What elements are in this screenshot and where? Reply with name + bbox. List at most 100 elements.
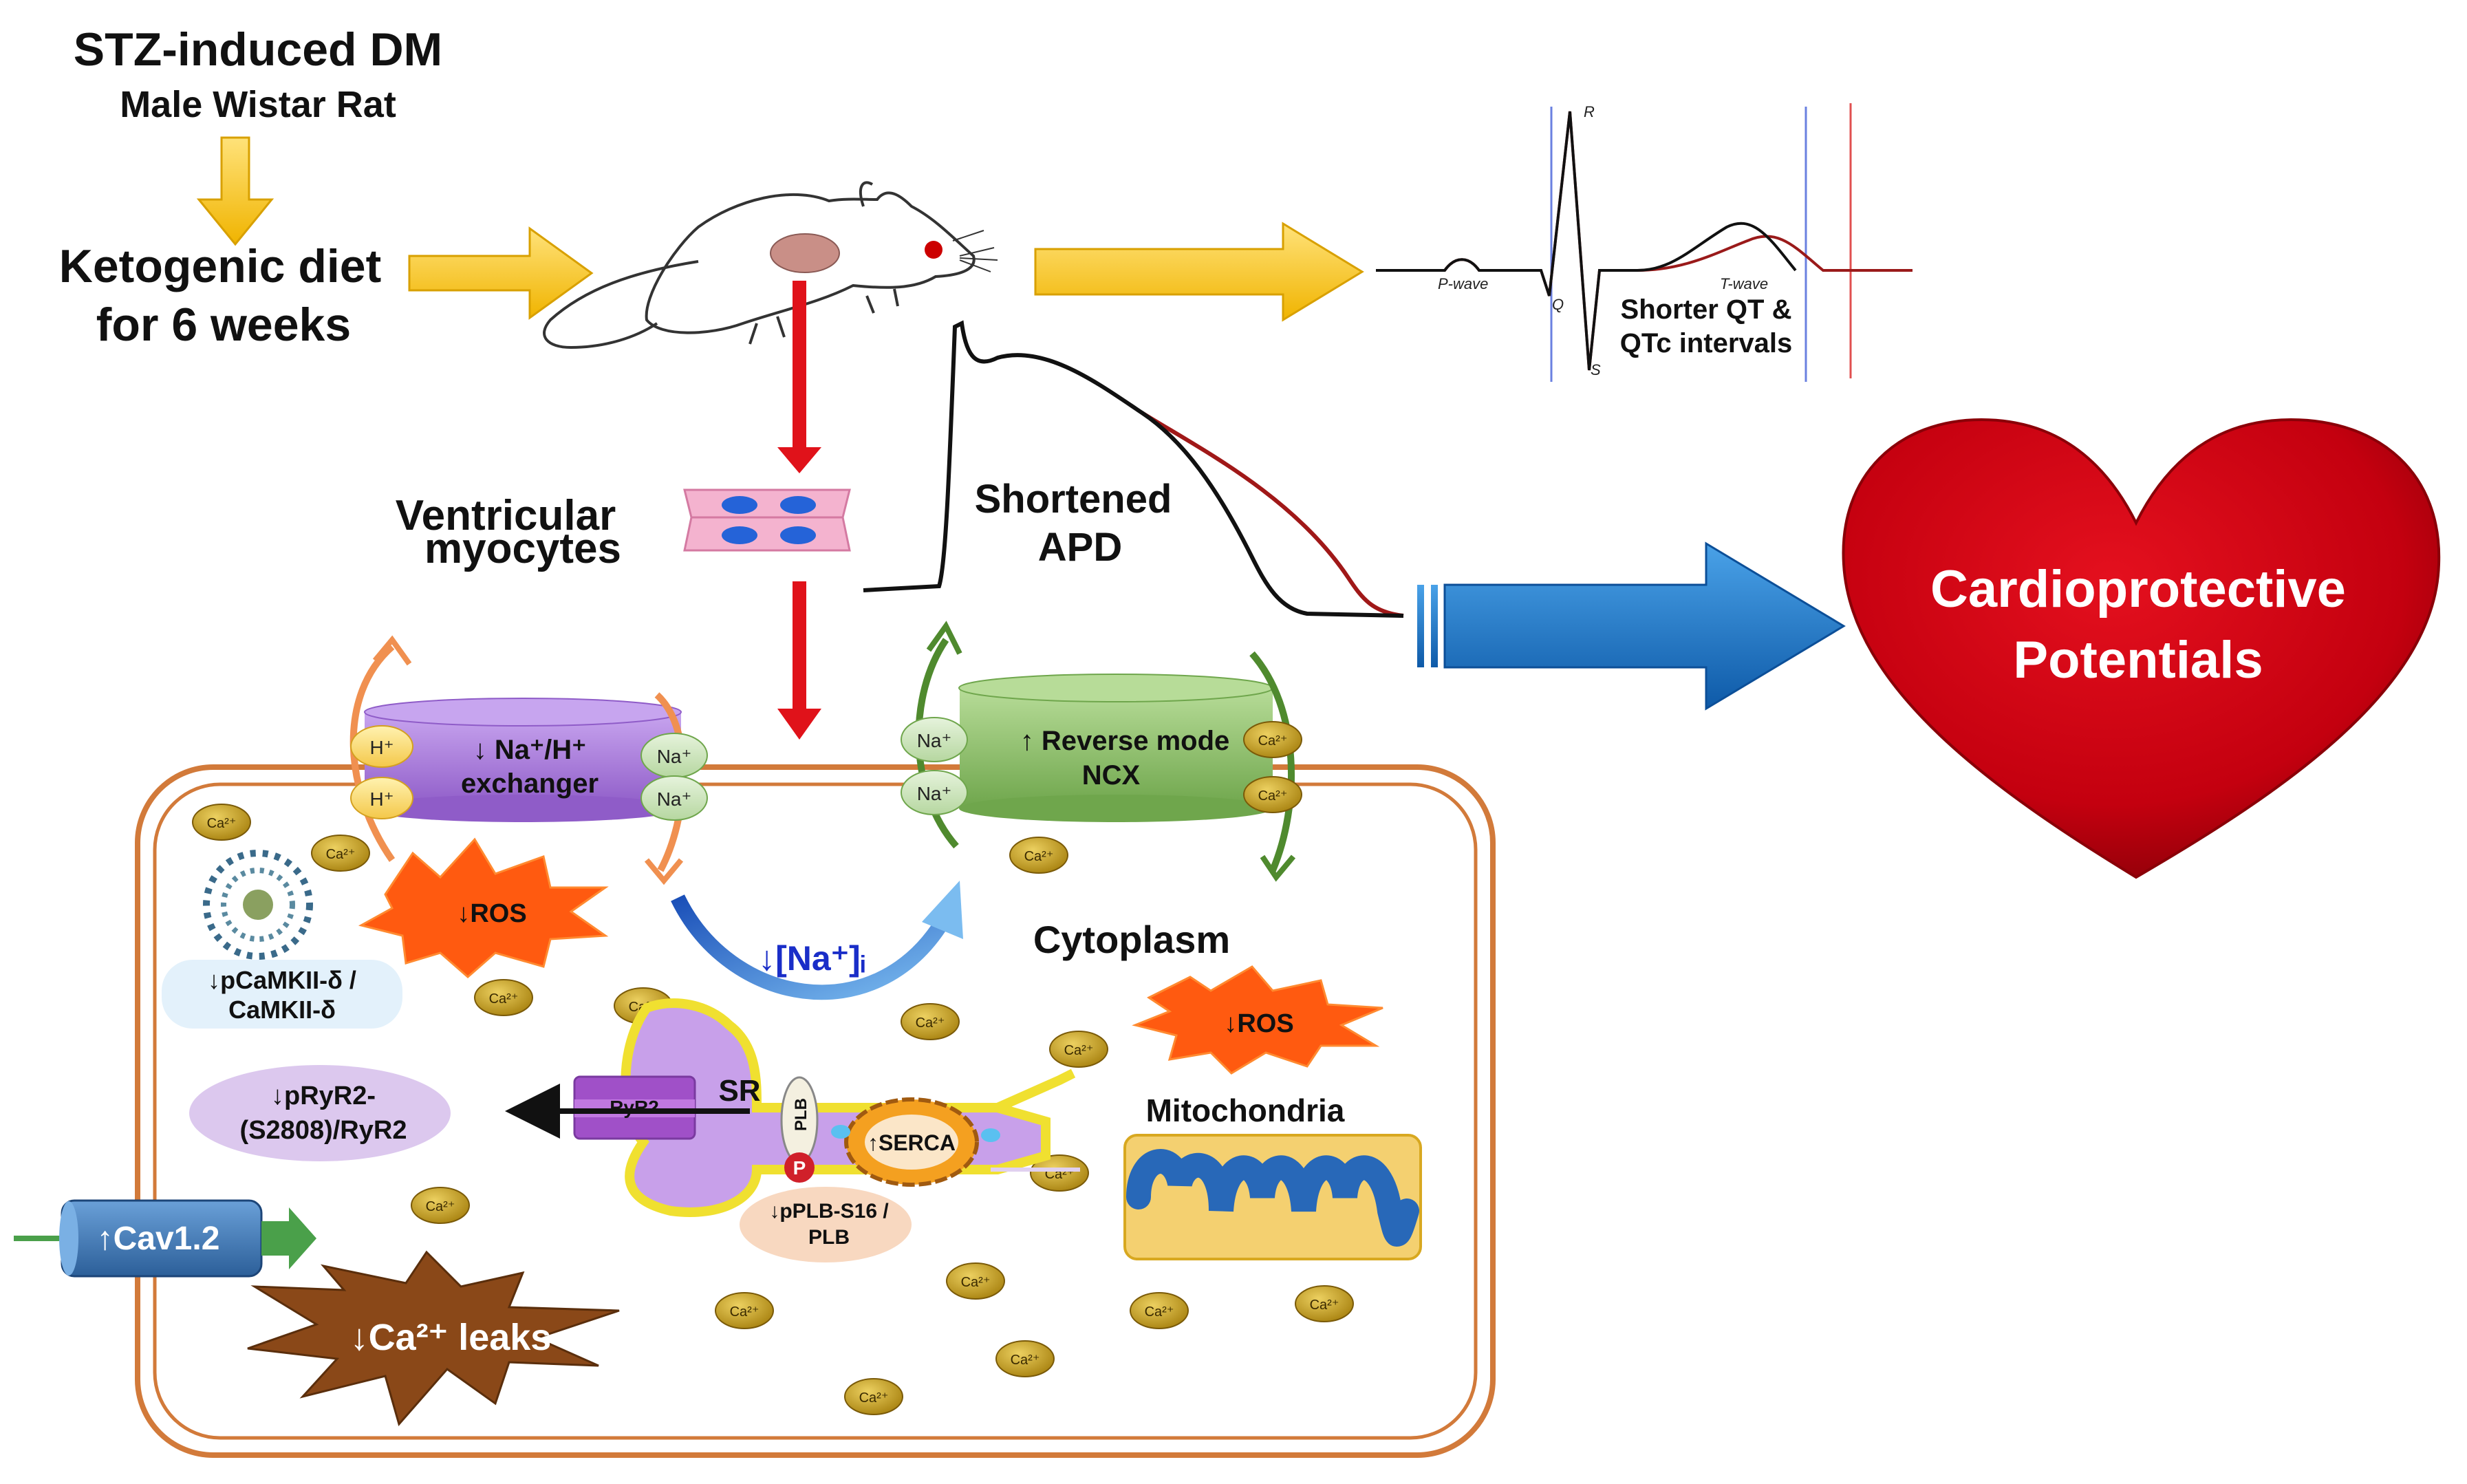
phospho-p-label: P: [793, 1157, 806, 1179]
camkii-label-1: ↓pCaMKII-δ /: [208, 966, 356, 994]
pryr2-label-2: (S2808)/RyR2: [240, 1116, 407, 1145]
ecg-note-1: Shorter QT &: [1621, 294, 1792, 325]
na-ion-ncx-2: Na⁺: [901, 770, 968, 815]
calcium-ion-label: Ca²⁺: [326, 847, 356, 862]
calcium-ion: Ca²⁺: [1130, 1292, 1189, 1329]
ca-leaks-label: ↓Ca²⁺ leaks: [350, 1317, 552, 1358]
ryr2-label: RyR2: [610, 1097, 659, 1118]
calcium-ion-label: Ca²⁺: [1258, 788, 1288, 804]
plb-protein: PLB: [780, 1076, 819, 1164]
na-ion-nhe-2: Na⁺: [640, 775, 708, 821]
camkii-complex-icon: [203, 850, 313, 960]
diet-line-2: for 6 weeks: [96, 299, 351, 351]
cav12-label: ↑Cav1.2: [97, 1220, 220, 1257]
pplb-label-1: ↓pPLB-S16 /: [769, 1200, 889, 1223]
apd-label-2: APD: [1038, 525, 1122, 570]
calcium-ion: Ca²⁺: [715, 1292, 774, 1329]
calcium-ion-label: Ca²⁺: [730, 1304, 760, 1320]
svg-text:Na⁺: Na⁺: [917, 783, 952, 804]
sr-label: SR: [718, 1074, 760, 1108]
calcium-ion: Ca²⁺: [946, 1262, 1005, 1300]
cell-membrane: [135, 764, 1496, 1458]
right-arrow-to-rat: [408, 226, 594, 320]
na-concentration-arc: [671, 881, 963, 1000]
ecg-r-label: R: [1584, 103, 1595, 120]
h-ion-2: H⁺: [350, 777, 413, 819]
ca-leaks-burst: ↓Ca²⁺ leaks: [247, 1250, 620, 1427]
ros-label-1: ↓ROS: [457, 899, 526, 928]
right-arrow-to-ecg: [1034, 222, 1364, 322]
mitochondria-icon: [1123, 1134, 1422, 1260]
apd-label-1: Shortened: [975, 477, 1172, 521]
phospho-p-icon: P: [784, 1152, 815, 1183]
serca-pump: ↑SERCA: [831, 1097, 1000, 1187]
ecg-trace: [1376, 103, 1913, 382]
calcium-ion-label: Ca²⁺: [1011, 1353, 1040, 1368]
calcium-ion: Ca²⁺: [1243, 776, 1302, 813]
calcium-ion: Ca²⁺: [311, 835, 370, 872]
calcium-ion-label: Ca²⁺: [1145, 1304, 1174, 1320]
ecg-p-wave-label: P-wave: [1438, 275, 1488, 292]
pryr2-box: ↓pRyR2- (S2808)/RyR2: [189, 1065, 451, 1161]
ecg-t-wave-label: T-wave: [1720, 275, 1768, 292]
calcium-ion-label: Ca²⁺: [1310, 1298, 1339, 1313]
pplb-box: ↓pPLB-S16 / PLB: [740, 1187, 912, 1262]
nhe-label-1: ↓ Na⁺/H⁺: [473, 735, 586, 765]
calcium-ion-label: Ca²⁺: [1258, 733, 1288, 749]
plb-label: PLB: [792, 1098, 810, 1131]
calcium-ion: Ca²⁺: [1009, 837, 1068, 874]
heart-label-1: Cardioprotective: [1930, 560, 2346, 619]
svg-text:Na⁺: Na⁺: [917, 730, 952, 751]
svg-text:H⁺: H⁺: [370, 737, 394, 758]
calcium-ion-label: Ca²⁺: [207, 816, 237, 831]
na-concentration-label: ↓[Na⁺]ᵢ: [758, 939, 865, 978]
cav12-channel: ↑Cav1.2: [14, 1199, 316, 1278]
intro-title: STZ-induced DM: [74, 23, 442, 76]
blue-arrow-to-heart: [1417, 541, 1846, 711]
down-arrow-yellow: [196, 136, 274, 246]
calcium-ion-label: Ca²⁺: [859, 1390, 889, 1406]
nhe-label-2: exchanger: [461, 768, 599, 799]
ecg-s-label: S: [1591, 361, 1601, 378]
serca-label: ↑SERCA: [868, 1130, 956, 1155]
calcium-ion: Ca²⁺: [192, 804, 251, 841]
myocytes-label-2: myocytes: [424, 525, 621, 572]
intro-subtitle: Male Wistar Rat: [120, 84, 396, 125]
cytoplasm-label: Cytoplasm: [1033, 918, 1230, 961]
rat-illustration: [543, 181, 998, 350]
na-ion-ncx-1: Na⁺: [901, 717, 968, 762]
calcium-ion: Ca²⁺: [901, 1003, 960, 1040]
ecg-note-2: QTc intervals: [1620, 328, 1792, 358]
myocytes-illustration: [683, 488, 851, 552]
ncx-label-1: ↑ Reverse mode: [1020, 726, 1230, 756]
calcium-ion: Ca²⁺: [844, 1378, 903, 1415]
calcium-ion: Ca²⁺: [474, 979, 533, 1016]
calcium-ions: Ca²⁺ Ca²⁺ Ca²⁺ Ca²⁺ Ca²⁺ Ca²⁺ Ca²⁺ Ca²⁺ Ca²⁺ Ca²⁺…: [192, 721, 1354, 1415]
calcium-ion-label: Ca²⁺: [961, 1275, 991, 1290]
calcium-ion: Ca²⁺: [1049, 1031, 1108, 1068]
pplb-label-2: PLB: [808, 1226, 850, 1249]
calcium-ion: Ca²⁺: [1295, 1285, 1354, 1322]
intro-block: STZ-induced DM Male Wistar Rat Ketogenic…: [59, 23, 442, 351]
h-ion-1: H⁺: [350, 725, 413, 768]
action-potential-trace: [863, 320, 1404, 618]
ros-burst-2: ↓ROS: [1132, 965, 1383, 1075]
calcium-ion-label: Ca²⁺: [426, 1199, 455, 1214]
pryr2-label-1: ↓pRyR2-: [271, 1082, 376, 1110]
ecg-q-label: Q: [1552, 296, 1564, 313]
ros-label-2: ↓ROS: [1224, 1009, 1293, 1038]
ros-burst-1: ↓ROS: [358, 837, 609, 978]
calcium-ion-label: Ca²⁺: [916, 1015, 945, 1031]
na-ion-nhe-1: Na⁺: [640, 733, 708, 778]
ryr2-channel: RyR2: [573, 1075, 696, 1140]
red-arrow-myocytes-to-cell: [777, 581, 821, 740]
calcium-ion-label: Ca²⁺: [1024, 849, 1054, 864]
red-arrow-rat-to-myocytes: [777, 281, 821, 473]
svg-text:H⁺: H⁺: [370, 788, 394, 810]
diet-line-1: Ketogenic diet: [59, 240, 382, 292]
calcium-ion-label: Ca²⁺: [489, 991, 519, 1007]
calcium-ion: Ca²⁺: [411, 1187, 470, 1224]
calcium-ion-label: Ca²⁺: [1064, 1043, 1094, 1058]
camkii-label-2: CaMKII-δ: [228, 996, 336, 1024]
